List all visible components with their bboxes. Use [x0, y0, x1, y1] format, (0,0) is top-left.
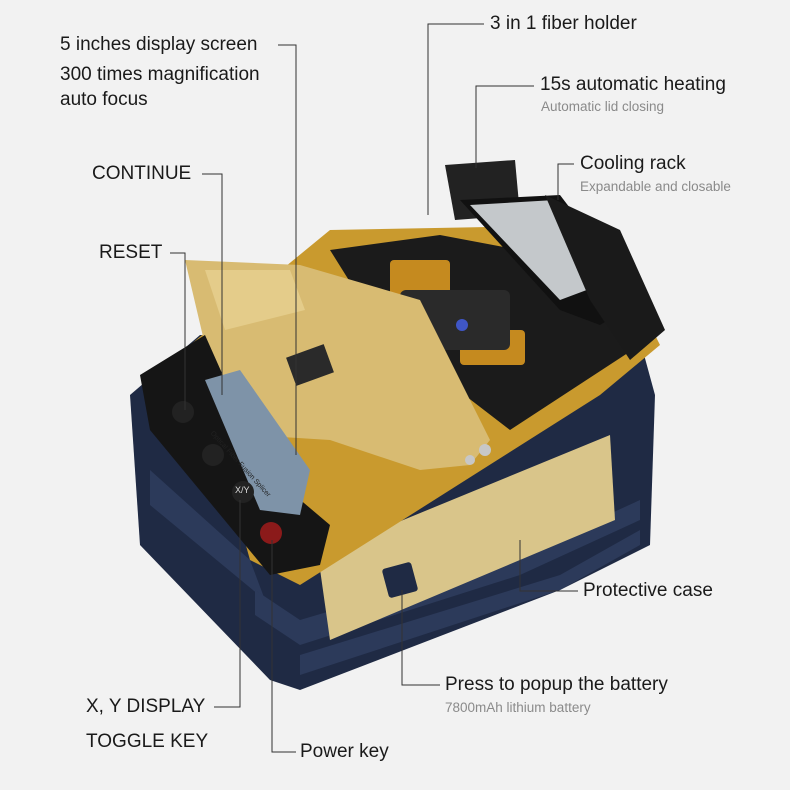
heating-callout: 15s automatic heating	[540, 74, 726, 95]
cooling-callout-sub: Expandable and closable	[580, 179, 731, 194]
cooling-callout: Cooling rack	[580, 153, 686, 174]
continue-callout: CONTINUE	[92, 163, 192, 184]
xy-button-label: X/Y	[235, 485, 250, 495]
display-callout-line3: auto focus	[60, 89, 148, 110]
battery-callout: Press to popup the battery	[445, 674, 668, 695]
battery-release-button	[382, 562, 418, 598]
display-callout-line2: 300 times magnification	[60, 64, 260, 85]
power-key-callout: Power key	[300, 741, 389, 762]
protective-case-callout: Protective case	[583, 580, 713, 601]
heating-callout-sub: Automatic lid closing	[541, 99, 665, 114]
display-callout-line1: 5 inches display screen	[60, 34, 258, 55]
xy-toggle-callout-line1: X, Y DISPLAY	[86, 696, 206, 717]
xy-toggle-callout-line2: TOGGLE KEY	[86, 731, 209, 752]
reset-callout: RESET	[99, 242, 163, 263]
heater-cooling-rack	[445, 160, 665, 360]
fiber-holder-callout: 3 in 1 fiber holder	[490, 13, 637, 34]
battery-callout-sub: 7800mAh lithium battery	[445, 700, 591, 715]
control-panel	[140, 335, 330, 575]
